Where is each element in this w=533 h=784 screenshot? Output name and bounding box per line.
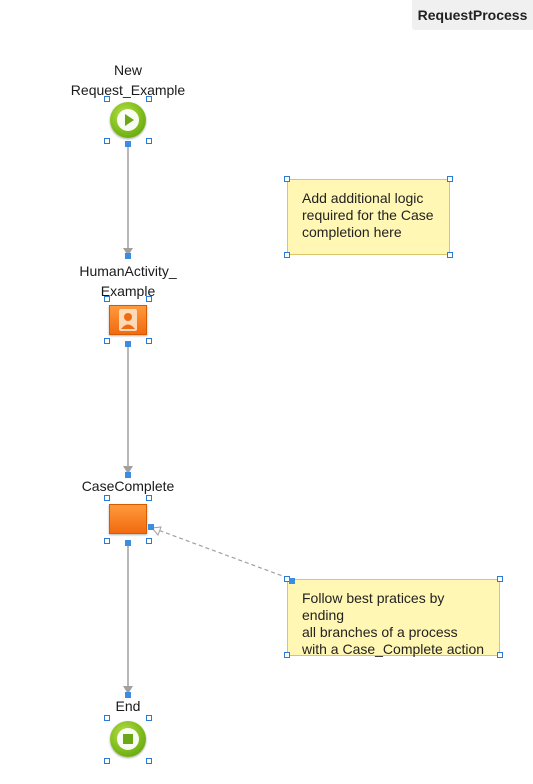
connection-port[interactable]: [125, 141, 131, 147]
selection-handle[interactable]: [146, 538, 152, 544]
selection-handle[interactable]: [104, 715, 110, 721]
selection-handle[interactable]: [104, 338, 110, 344]
human-label-line2: Example: [100, 283, 156, 299]
start-node-label: New Request_Example: [48, 60, 208, 100]
selection-handle[interactable]: [146, 338, 152, 344]
arrowhead-1: [123, 248, 133, 256]
annotation-note-1[interactable]: Add additional logic required for the Ca…: [287, 179, 450, 255]
end-node-label: End: [48, 696, 208, 716]
annotation-link[interactable]: [157, 529, 289, 579]
note2-line2: all branches of a process: [302, 624, 458, 640]
selection-handle[interactable]: [104, 758, 110, 764]
connection-port[interactable]: [125, 472, 131, 478]
selection-handle[interactable]: [146, 96, 152, 102]
process-title-tab[interactable]: RequestProcess: [412, 0, 533, 30]
process-title: RequestProcess: [417, 7, 528, 23]
note2-line3: with a Case_Complete action: [302, 641, 485, 657]
connection-port[interactable]: [125, 341, 131, 347]
selection-handle[interactable]: [447, 176, 453, 182]
note2-line1: Follow best pratices by ending: [302, 590, 445, 623]
case-complete-task[interactable]: [109, 504, 147, 534]
selection-handle[interactable]: [104, 96, 110, 102]
connection-port[interactable]: [125, 253, 131, 259]
selection-handle[interactable]: [104, 495, 110, 501]
annotation-note-2[interactable]: Follow best pratices by ending all branc…: [287, 579, 500, 657]
start-label-line2: Request_Example: [70, 82, 186, 98]
human-activity-task[interactable]: [109, 305, 147, 335]
note1-line3: completion here: [302, 224, 402, 240]
note1-line2: required for the Case: [302, 207, 434, 223]
stop-icon: [117, 728, 139, 750]
selection-handle[interactable]: [146, 138, 152, 144]
arrowhead-2: [123, 466, 133, 474]
start-event[interactable]: [110, 102, 146, 138]
selection-handle[interactable]: [284, 176, 290, 182]
selection-handle[interactable]: [104, 296, 110, 302]
note1-line1: Add additional logic: [302, 190, 424, 206]
selection-handle[interactable]: [146, 758, 152, 764]
selection-handle[interactable]: [497, 576, 503, 582]
case-complete-label: CaseComplete: [48, 476, 208, 496]
connection-port[interactable]: [125, 692, 131, 698]
selection-handle[interactable]: [146, 715, 152, 721]
connection-port[interactable]: [148, 524, 154, 530]
selection-handle[interactable]: [284, 252, 290, 258]
annotation-link-arrow: [151, 526, 162, 536]
selection-handle[interactable]: [146, 495, 152, 501]
selection-handle[interactable]: [104, 538, 110, 544]
selection-handle[interactable]: [497, 652, 503, 658]
arrowhead-3: [123, 686, 133, 694]
end-label-text: End: [115, 698, 141, 714]
play-icon: [117, 109, 139, 131]
end-event[interactable]: [110, 721, 146, 757]
selection-handle[interactable]: [146, 296, 152, 302]
person-icon: [119, 309, 137, 331]
selection-handle[interactable]: [284, 652, 290, 658]
start-label-line1: New: [113, 62, 142, 78]
case-complete-label-text: CaseComplete: [81, 478, 175, 494]
human-label-line1: HumanActivity_: [79, 263, 177, 279]
selection-handle[interactable]: [447, 252, 453, 258]
connection-port[interactable]: [289, 578, 295, 584]
connection-port[interactable]: [125, 540, 131, 546]
human-activity-label: HumanActivity_ Example: [48, 261, 208, 301]
selection-handle[interactable]: [104, 138, 110, 144]
